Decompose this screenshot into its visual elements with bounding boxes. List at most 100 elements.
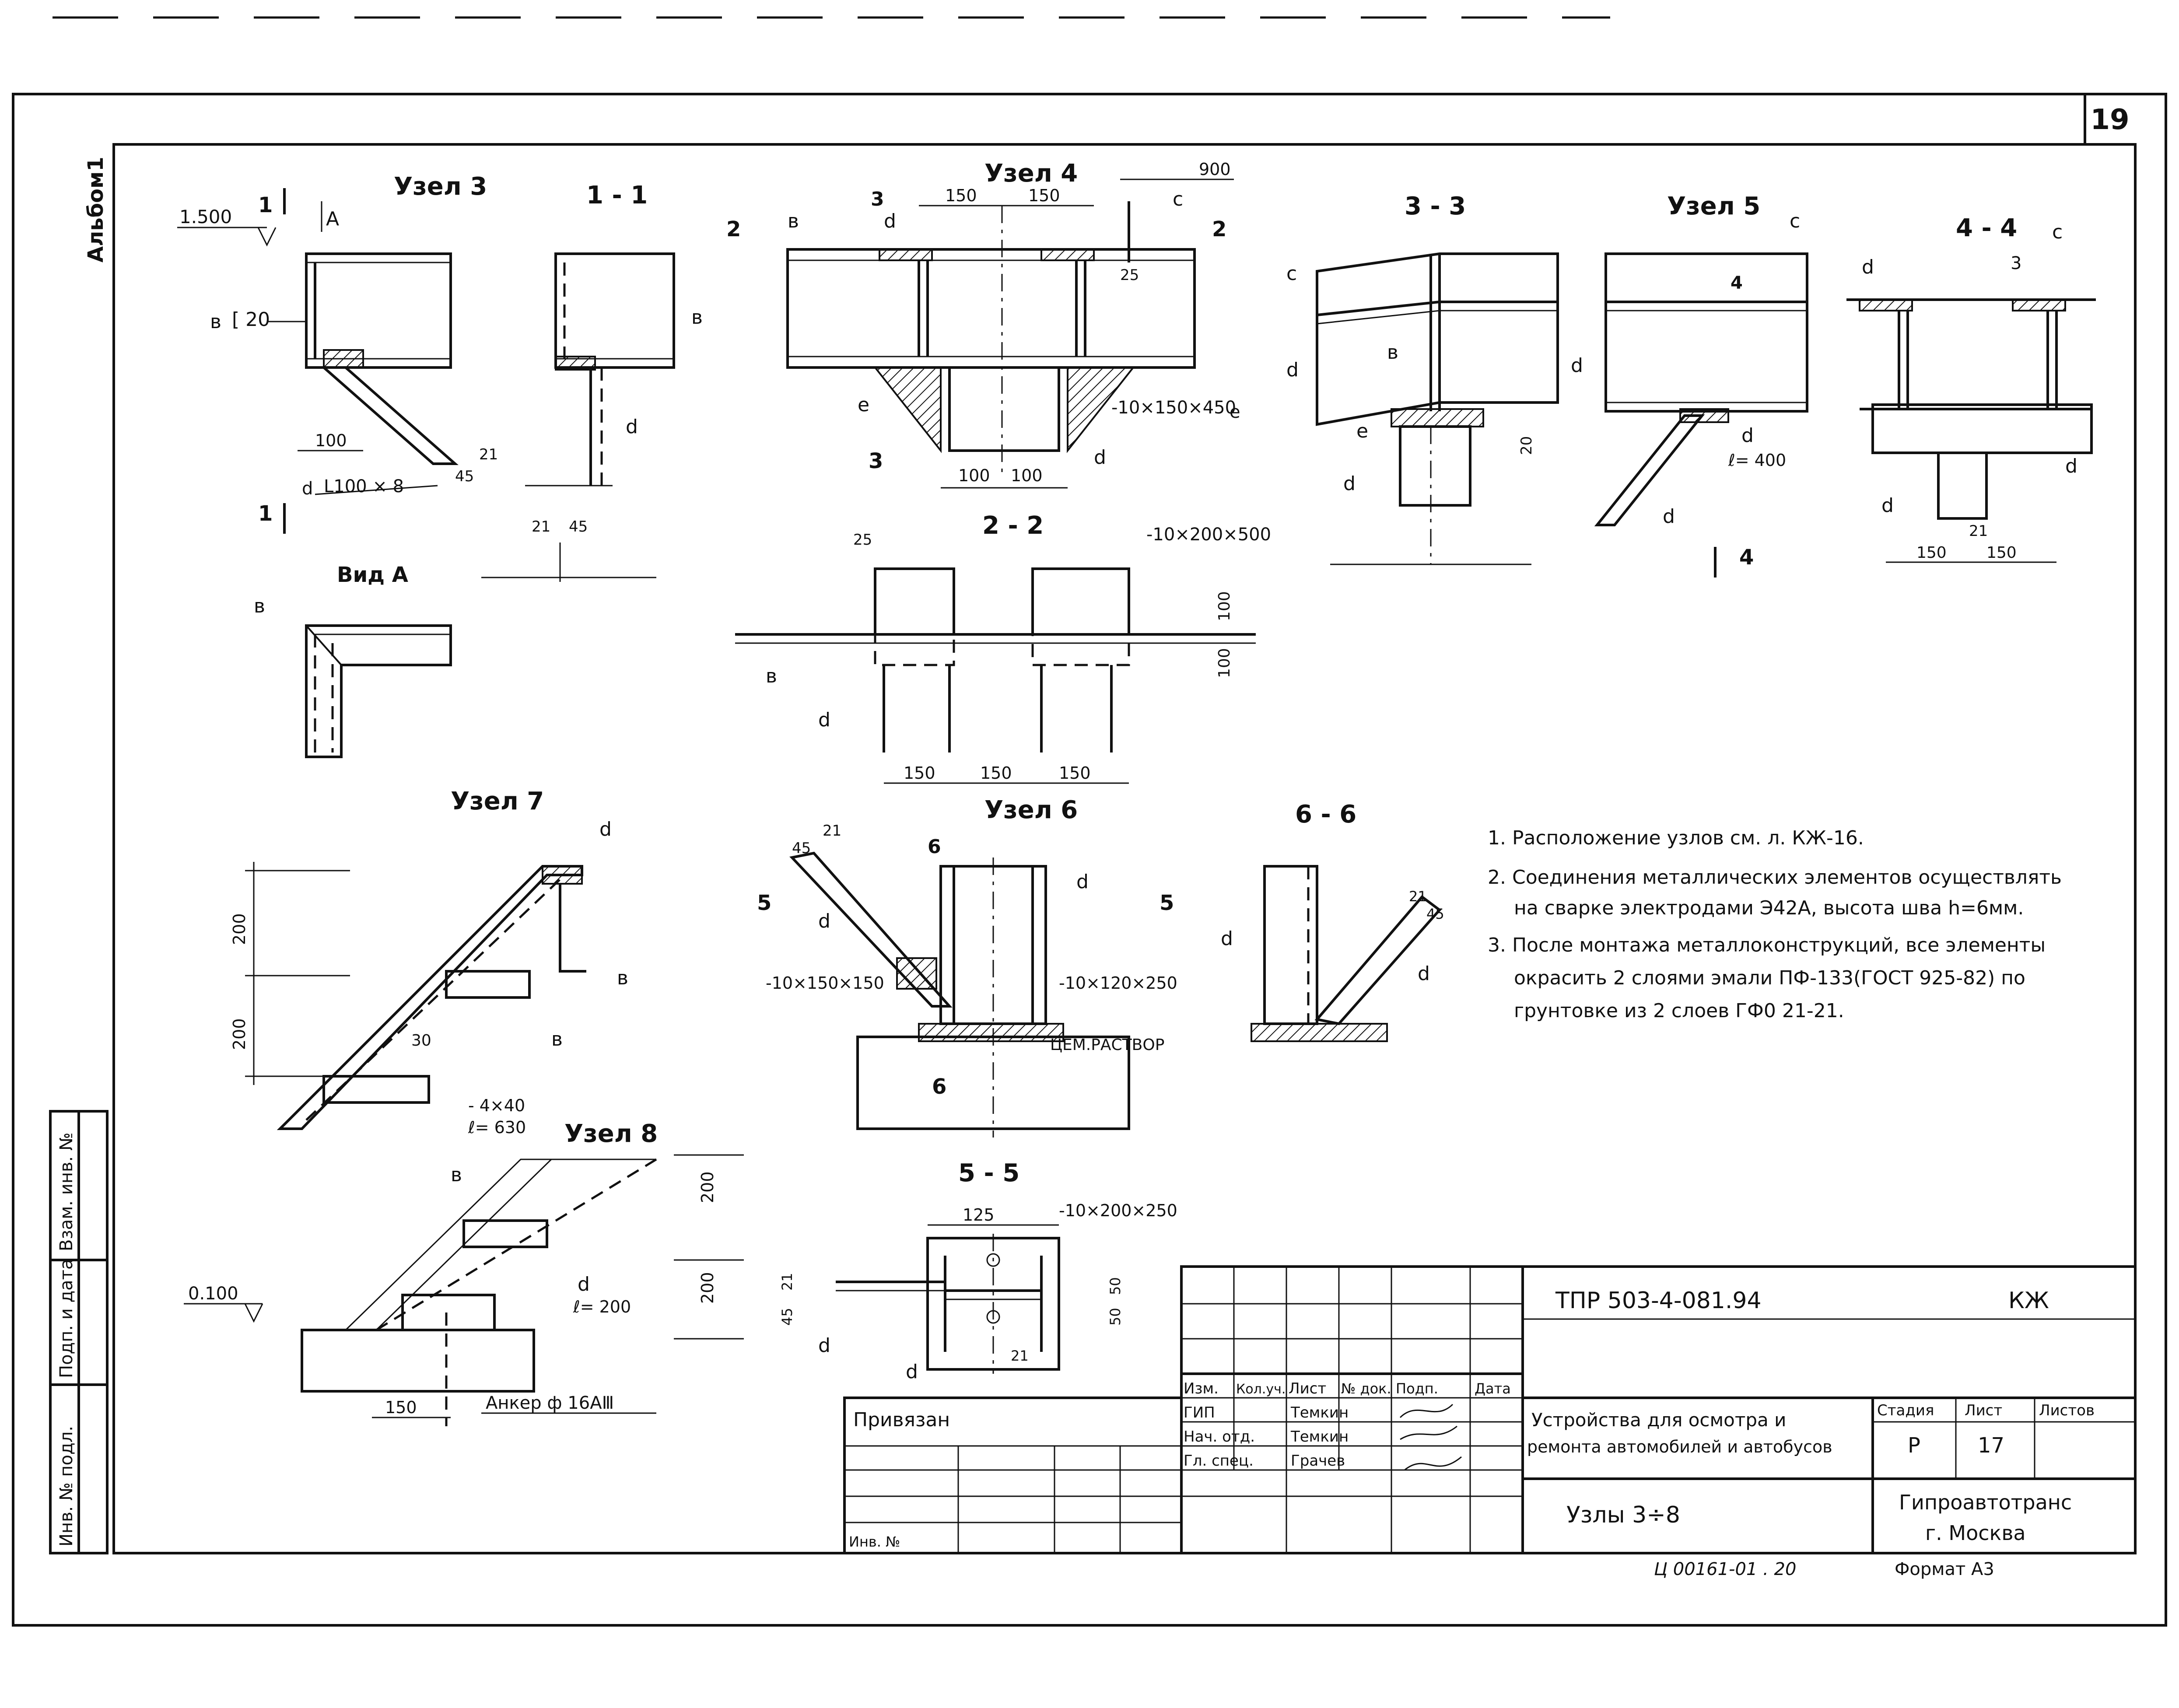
label-d: d <box>1094 446 1106 469</box>
dim-25: 25 <box>1120 266 1139 284</box>
label-c: с <box>1286 262 1297 285</box>
name-3: Грачев <box>1291 1452 1345 1470</box>
label-b: в <box>254 595 265 617</box>
cut-2-right: 2 <box>1212 217 1226 242</box>
corner-sheet-number: 19 <box>2090 104 2129 136</box>
label-e: е <box>858 394 869 416</box>
label-b: в <box>617 967 628 989</box>
cut-6-bottom: 6 <box>932 1074 946 1099</box>
label-b: в <box>451 1164 462 1186</box>
label-d: d <box>1862 256 1874 278</box>
title-line-2: ремонта автомобилей и автобусов <box>1527 1437 1832 1456</box>
dim-25: 25 <box>853 531 872 549</box>
cut-4-bottom: 4 <box>1739 545 1754 570</box>
side-inv-podl: Инв. № подл. <box>56 1426 77 1547</box>
label-l630: ℓ= 630 <box>468 1118 526 1137</box>
dim-20: 20 <box>1518 436 1535 455</box>
label-d: d <box>906 1361 918 1383</box>
label-plate-10-120-250: -10×120×250 <box>1059 973 1177 993</box>
dim-150: 150 <box>1028 186 1060 205</box>
hdr-izm: Изм. <box>1184 1380 1219 1397</box>
node-6: Узел 6 45 21 6 5 5 d d -10×150×150 -10×1… <box>757 796 1177 1138</box>
label-anchor: Анкер ф 16АⅢ <box>486 1393 614 1413</box>
dim-100: 100 <box>958 466 990 485</box>
role-gl: Гл. спец. <box>1184 1452 1254 1470</box>
elev-1500: 1.500 <box>179 206 232 228</box>
doc-code: ТПР 503-4-081.94 <box>1555 1288 1762 1314</box>
node-3: Узел 3 1.500 1 А в [ 20 100 d L100 × 8 4… <box>177 172 498 534</box>
signatures <box>1399 1404 1462 1471</box>
cut-3-bottom: 3 <box>869 449 883 473</box>
label-d: d <box>1418 962 1430 985</box>
dim-100: 100 <box>315 431 347 450</box>
archive-number: Ц 00161-01 . 20 <box>1654 1559 1796 1579</box>
cut-5-left: 5 <box>757 891 771 915</box>
sheet-title: Узлы 3÷8 <box>1566 1502 1680 1528</box>
side-stamp: Инв. № подл. Подп. и дата Взам. инв. № <box>49 1110 109 1554</box>
view-a-marker: А <box>326 208 339 230</box>
section-2-2: 2 - 2 -10×200×500 25 в d 100 100 150 150… <box>735 511 1271 784</box>
dim-45: 45 <box>1426 906 1444 922</box>
section-6-6: 6 - 6 d d 21 45 <box>1221 800 1444 1042</box>
node-8-title: Узел 8 <box>564 1120 658 1148</box>
cut-3-top: 3 <box>871 188 884 210</box>
label-c20: [ 20 <box>232 308 270 331</box>
hdr-list: Лист <box>1289 1380 1326 1397</box>
label-c: с <box>1173 188 1183 210</box>
label-d: d <box>1571 354 1583 377</box>
dim-200: 200 <box>230 1018 249 1050</box>
list-hdr: Лист <box>1965 1402 2002 1419</box>
label-plate-10-150-150: -10×150×150 <box>766 973 884 993</box>
node-8: Узел 8 в d ℓ= 200 0.100 150 Анкер ф 16АⅢ… <box>184 1120 744 1426</box>
node-7: Узел 7 d в в 200 200 30 - 4×40 ℓ= 630 <box>230 787 628 1137</box>
inv-no: Инв. № <box>849 1533 900 1550</box>
label-d: d <box>599 818 612 840</box>
label-b: в <box>551 1028 563 1050</box>
title-block: Изм. Кол.уч. Лист № док. Подп. Дата ГИП … <box>843 1265 2137 1579</box>
label-d: d <box>1663 505 1675 528</box>
dim-100: 100 <box>1216 591 1233 621</box>
label-d: d <box>1076 871 1089 893</box>
dim-125: 125 <box>963 1205 995 1225</box>
label-d: d <box>1343 472 1356 495</box>
note-2-cont: на сварке электродами Э42А, высота шва h… <box>1514 897 2024 919</box>
note-1: 1. Расположение узлов см. л. КЖ-16. <box>1488 827 1864 849</box>
label-b: в <box>1387 341 1398 364</box>
section-3-3-title: 3 - 3 <box>1405 192 1466 220</box>
dim-150: 150 <box>1916 544 1947 562</box>
lists-hdr: Листов <box>2039 1402 2095 1419</box>
cut-6-top: 6 <box>928 836 941 858</box>
label-d: d <box>1286 359 1299 381</box>
side-vzam: Взам. инв. № <box>56 1132 77 1251</box>
label-c: с <box>2052 221 2063 243</box>
label-d: d <box>818 709 830 731</box>
label-b: в <box>766 665 777 687</box>
dim-21: 21 <box>823 822 841 840</box>
role-gip: ГИП <box>1184 1404 1215 1421</box>
label-d: d <box>818 910 830 932</box>
section-4-4-title: 4 - 4 <box>1956 214 2017 242</box>
dim-100: 100 <box>1011 466 1043 485</box>
name-2: Темкин <box>1290 1428 1349 1446</box>
dim-200: 200 <box>698 1272 717 1304</box>
org-city: г. Москва <box>1925 1521 2026 1545</box>
dim-150: 150 <box>1986 544 2017 562</box>
format: Формат А3 <box>1895 1559 1994 1579</box>
label-d: d <box>818 1334 830 1357</box>
node-6-title: Узел 6 <box>984 796 1078 824</box>
dim-45: 45 <box>779 1308 795 1326</box>
node-5: Узел 5 с 4 d ℓ= 400 d 4 <box>1594 192 1808 578</box>
cut-1-top: 1 <box>258 193 273 217</box>
dim-21: 21 <box>479 446 498 463</box>
node-7-title: Узел 7 <box>451 787 544 816</box>
album-label: Альбом1 <box>84 157 108 262</box>
section-1-1-title: 1 - 1 <box>586 181 648 210</box>
label-d: d <box>302 479 313 499</box>
section-5-5-title: 5 - 5 <box>958 1159 1019 1187</box>
dim-150: 150 <box>904 763 935 783</box>
node-4: Узел 4 3 d 150 150 900 с 2 2 в 25 е -10×… <box>726 159 1240 489</box>
section-5-5: 5 - 5 -10×200×250 125 50 50 21 45 d d 21 <box>779 1159 1177 1383</box>
dim-200: 200 <box>698 1171 717 1203</box>
dim-200: 200 <box>230 913 249 945</box>
section-6-6-title: 6 - 6 <box>1295 800 1356 829</box>
